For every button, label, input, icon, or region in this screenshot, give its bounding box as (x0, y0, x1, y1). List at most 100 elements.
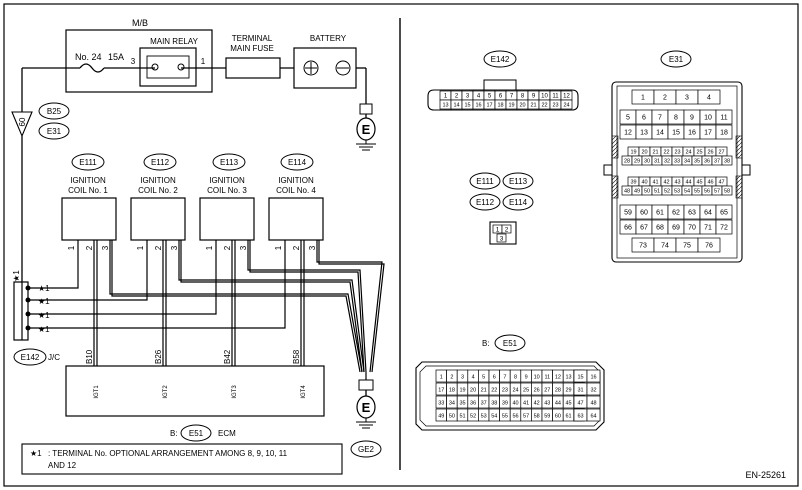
e142-pin-1: 1 (439, 90, 452, 101)
svg-text:15: 15 (464, 102, 470, 108)
e31-pin-56: 56 (701, 185, 713, 196)
e31-pin-47: 47 (715, 176, 728, 187)
svg-text:36: 36 (704, 158, 710, 164)
e51-pin-34: 34 (446, 395, 458, 409)
e51-pin-48: 48 (586, 395, 601, 409)
e51-pin-4: 4 (467, 369, 479, 383)
e51-pin-8: 8 (509, 369, 522, 383)
e51-pin-55: 55 (499, 408, 511, 422)
e51-pin-27: 27 (541, 382, 553, 396)
svg-text:10: 10 (534, 375, 540, 381)
svg-text:41: 41 (523, 401, 529, 407)
e142-label-bubble (483, 50, 517, 68)
svg-text:47: 47 (718, 179, 724, 185)
coil-3-conn: E113 (220, 158, 239, 167)
e51-pin-31: 31 (573, 382, 588, 396)
coil-1-conn: E111 (79, 158, 97, 167)
e51-pin-26: 26 (531, 382, 543, 396)
e31-pin-53: 53 (671, 185, 683, 196)
coil-3-pin-3: 3 (239, 245, 248, 250)
svg-text:9: 9 (525, 375, 528, 381)
svg-text:8: 8 (514, 375, 517, 381)
svg-text:13: 13 (565, 375, 571, 381)
connector-e31: E31 (47, 127, 62, 136)
svg-text:1: 1 (641, 95, 645, 102)
e51-pin-63: 63 (573, 408, 588, 422)
e31-pin-60: 60 (635, 204, 653, 220)
svg-text:50: 50 (449, 414, 455, 420)
e31-pin-37: 37 (711, 155, 723, 166)
e31-pin-13: 13 (635, 124, 653, 140)
e31-pin-14: 14 (651, 124, 669, 140)
svg-text:52: 52 (470, 414, 476, 420)
svg-text:36: 36 (470, 401, 476, 407)
e31-pin-74: 74 (653, 237, 677, 253)
e51-label: E51 (503, 339, 518, 348)
coil-face-pin-2: 2 (505, 227, 509, 234)
e31-pin-71: 71 (699, 219, 717, 235)
e31-pin-18: 18 (715, 124, 733, 140)
e142-pin-3: 3 (461, 90, 474, 101)
e51-pin-58: 58 (531, 408, 543, 422)
e31-pin-76: 76 (697, 237, 721, 253)
svg-text:20: 20 (470, 388, 476, 394)
coil-4-label-1: IGNITION (278, 176, 314, 185)
e31-pin-75: 75 (675, 237, 699, 253)
svg-text:14: 14 (453, 102, 459, 108)
svg-text:54: 54 (684, 188, 690, 194)
e31-pin-33: 33 (671, 155, 683, 166)
e31-pin-34: 34 (681, 155, 693, 166)
svg-text:42: 42 (534, 401, 540, 407)
e31-pin-62: 62 (667, 204, 685, 220)
svg-text:20: 20 (641, 149, 647, 155)
e142-pin-17: 17 (483, 99, 496, 110)
svg-text:72: 72 (720, 225, 728, 232)
coil-2-label-2: COIL No. 2 (138, 186, 178, 195)
svg-text:53: 53 (674, 188, 680, 194)
e51-pin-15: 15 (573, 369, 588, 383)
svg-text:33: 33 (438, 401, 444, 407)
ecm-box (65, 365, 325, 417)
svg-text:43: 43 (544, 401, 550, 407)
footnote-mark: ★1 (30, 449, 42, 458)
svg-text:31: 31 (654, 158, 660, 164)
e31-pin-26: 26 (704, 146, 717, 157)
e51-pin-35: 35 (456, 395, 469, 409)
svg-text:40: 40 (512, 401, 518, 407)
coil-2-pin-1: 1 (136, 245, 145, 250)
e142-pin-22: 22 (538, 99, 551, 110)
coil-3-box (199, 197, 255, 241)
svg-text:5: 5 (626, 115, 630, 122)
svg-text:1: 1 (440, 375, 443, 381)
coil-4-pin-1: 1 (274, 245, 283, 250)
e51-pin-7: 7 (499, 369, 511, 383)
e51-pin-2: 2 (446, 369, 458, 383)
svg-text:11: 11 (552, 94, 559, 100)
svg-text:22: 22 (663, 149, 669, 155)
e51-pin-25: 25 (520, 382, 532, 396)
connector-b25-bubble (38, 102, 70, 120)
svg-text:15: 15 (672, 130, 680, 137)
connector-e51-face: B: E51 123456789101112131415161718192021… (415, 334, 605, 431)
svg-text:66: 66 (624, 225, 632, 232)
svg-text:64: 64 (590, 414, 596, 420)
svg-text:17: 17 (704, 130, 712, 137)
fuse-rating: 15A (108, 52, 124, 62)
coil-3: E113 IGNITION COIL No. 3 (199, 153, 255, 241)
e31-pin-65: 65 (715, 204, 733, 220)
e51-pin-16: 16 (586, 369, 601, 383)
e31-pin-6: 6 (635, 109, 653, 125)
e51-pin-11: 11 (541, 369, 553, 383)
svg-text:54: 54 (491, 414, 497, 420)
e31-pin-20: 20 (638, 146, 651, 157)
coil-wiring (28, 240, 385, 373)
e31-pin-1: 1 (631, 89, 655, 105)
e51-pin-5: 5 (478, 369, 490, 383)
ecm-ground: E GE2 (350, 372, 382, 458)
svg-text:57: 57 (714, 188, 720, 194)
svg-text:11: 11 (720, 115, 727, 122)
svg-text:71: 71 (704, 225, 712, 232)
svg-text:37: 37 (714, 158, 720, 164)
svg-text:21: 21 (481, 388, 487, 394)
e142-pin-23: 23 (549, 99, 562, 110)
